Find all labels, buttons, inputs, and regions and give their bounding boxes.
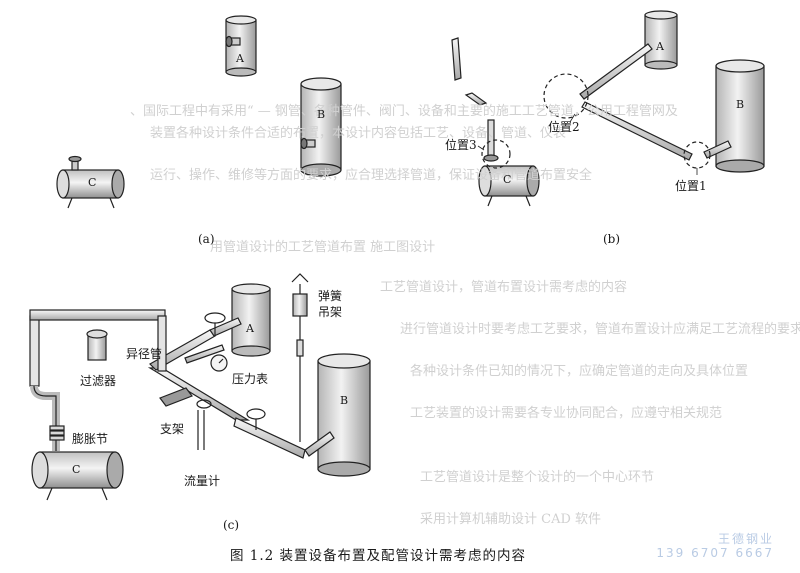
vessel-c-drawing: [478, 165, 540, 207]
bleed-through-text: 工艺管道设计，管道布置设计需考虑的内容: [380, 280, 628, 295]
bleed-through-text: 采用计算机辅助设计 CAD 软件: [420, 512, 602, 527]
watermark-company: 王德钢业: [717, 532, 774, 546]
reducer-label: 异径管: [126, 347, 163, 361]
bleed-through-text: 各种设计条件已知的情况下，应确定管道的走向及具体位置: [410, 364, 749, 379]
bleed-through-text: 用管道设计的工艺管道布置 施工图设计: [210, 240, 436, 255]
vessel-c-label: C: [72, 463, 81, 476]
position-3-label: 位置3: [445, 138, 477, 152]
position-1-label: 位置1: [675, 179, 707, 193]
vessel-b-drawing: [317, 353, 371, 477]
vessel-c-drawing: [31, 451, 124, 501]
vessel-c-label: C: [503, 173, 512, 186]
vessel-a-label: A: [656, 40, 664, 53]
bleed-through-text: 工艺装置的设计需要各专业协同配合，应遵守相关规范: [410, 406, 723, 421]
panel-b-pipes: [451, 37, 732, 162]
bleed-through-text: 进行管道设计时要考虑工艺要求，管道布置设计应满足工艺流程的要求: [400, 322, 800, 337]
vessel-b-label: B: [340, 394, 349, 407]
vessel-b-label: B: [736, 98, 745, 111]
position-2-label: 位置2: [548, 120, 580, 134]
vessel-b-label: B: [317, 108, 326, 121]
expansion-joint-drawing: [49, 425, 65, 441]
expansion-joint-label: 膨胀节: [72, 432, 109, 446]
pressure-gauge-label: 压力表: [232, 372, 269, 386]
bleed-through-text: 装置各种设计条件合适的布置，本设计内容包括工艺、设备、管道、仪表: [150, 126, 567, 141]
panel-a-drawing: [56, 15, 342, 209]
vessel-c-drawing: [56, 155, 125, 209]
support-label: 支架: [160, 422, 185, 436]
pressure-gauge-drawing: [210, 354, 228, 372]
vessel-a-drawing: [231, 283, 271, 357]
flow-meter-label: 流量计: [184, 474, 221, 488]
bleed-through-text: 、国际工程中有采用“ — 钢管、各种管件、阀门、设备和主要的施工工艺管道，公用工…: [130, 104, 678, 119]
valve-wheels: [196, 312, 266, 430]
panel-a-label: (a): [198, 232, 215, 246]
vessel-a-drawing: [644, 10, 678, 70]
filter-label: 过滤器: [80, 374, 117, 388]
panel-c-drawing: [29, 273, 371, 501]
figure-caption: 图 1.2 装置设备布置及配管设计需考虑的内容: [230, 548, 527, 564]
vessel-b-drawing: [300, 77, 342, 177]
bleed-through-text: 工艺管道设计是整个设计的一个中心环节: [420, 470, 655, 485]
vessel-c-label: C: [88, 176, 97, 189]
position-markers: [481, 73, 711, 169]
filter-drawing: [86, 329, 108, 361]
vessel-a-drawing: [225, 15, 257, 77]
panel-b-label: (b): [603, 232, 621, 246]
flow-meter-drawing: [197, 410, 205, 450]
spring-hanger-label: 弹簧 吊架: [318, 289, 343, 319]
panel-b-drawing: [451, 10, 765, 207]
watermark-phone: 139 6707 6667: [656, 546, 774, 560]
spring-hanger-drawing: [291, 273, 309, 442]
vessel-a-label: A: [246, 322, 254, 335]
bleed-through-text: 运行、操作、维修等方面的要求，应合理选择管道，保证设备和管道布置安全: [150, 168, 593, 183]
vessel-a-label: A: [236, 52, 244, 65]
vessel-b-drawing: [715, 59, 765, 173]
support-drawing: [159, 387, 193, 407]
panel-c-label: (c): [223, 518, 240, 532]
